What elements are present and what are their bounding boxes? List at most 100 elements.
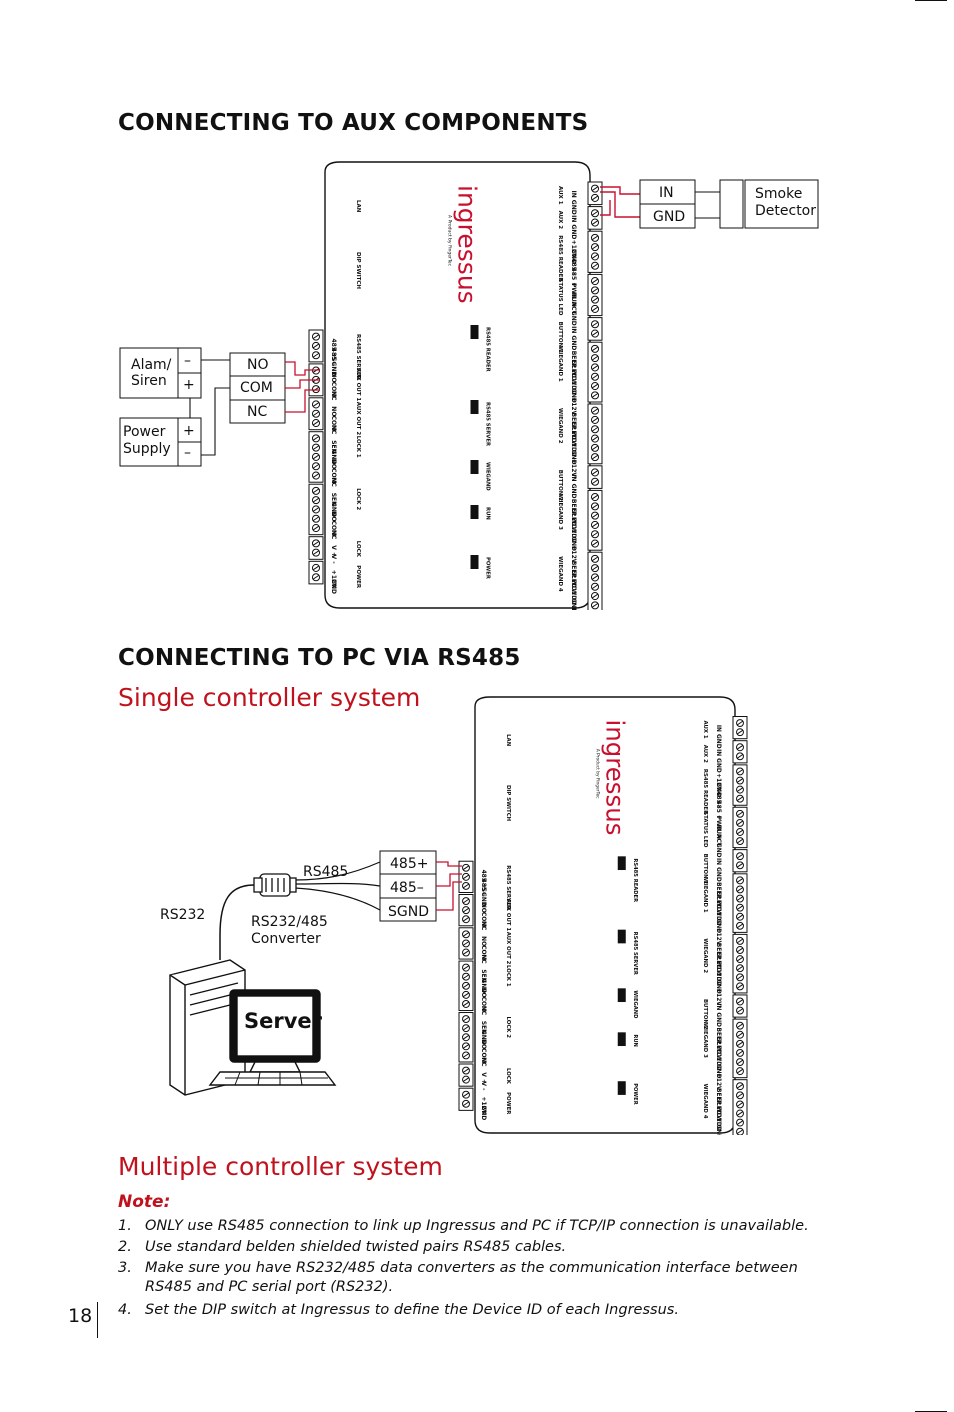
pin-label: WD0 xyxy=(715,909,721,924)
pin-label: +12V xyxy=(570,240,577,258)
page-number-divider xyxy=(97,1302,98,1338)
terminal-group-label: WIEGAND 1 xyxy=(557,346,563,382)
converter-label: RS232/485 Converter xyxy=(251,914,328,947)
terminal-block xyxy=(458,1012,474,1063)
terminal-block xyxy=(458,860,474,894)
bus-minus-label: 485– xyxy=(390,880,424,896)
terminal-group-label: AUX 2 xyxy=(702,745,708,763)
page-number: 18 xyxy=(68,1305,93,1327)
aux-gnd-label: GND xyxy=(653,209,686,225)
pin-label: GLED xyxy=(570,360,577,378)
pin-label: GLED xyxy=(570,508,577,526)
led-indicator xyxy=(617,988,626,1003)
pin-label: NO xyxy=(480,936,486,946)
terminal-group-label: LOCK 1 xyxy=(355,436,361,458)
terminal-block xyxy=(308,483,324,536)
terminal-group-label: LOCK 1 xyxy=(505,965,511,987)
pin-label: GND xyxy=(330,579,337,594)
terminal-group-label: STATUS LED xyxy=(702,811,708,848)
pin-label: COM xyxy=(330,416,337,432)
pin-label: ACT xyxy=(570,302,577,316)
pin-label: NO xyxy=(330,406,337,416)
terminal-group-label: WIEGAND 3 xyxy=(702,1023,708,1058)
terminal-group-label: AUX 2 xyxy=(557,211,563,230)
pin-label: SEN xyxy=(330,440,337,453)
pin-label: +12V xyxy=(715,773,721,791)
terminal-block xyxy=(458,894,474,927)
brand-tagline: A Product by FingerTec xyxy=(447,215,453,267)
alarm-minus-label: – xyxy=(184,353,191,369)
pin-label: NC xyxy=(480,954,486,963)
pin-label: BEEP xyxy=(570,351,577,369)
pin-label: COM xyxy=(480,1048,486,1063)
note-item: 2. Use standard belden shielded twisted … xyxy=(118,1238,865,1257)
note-item: 3. Make sure you have RS232/485 data con… xyxy=(118,1259,825,1297)
pin-label: IN xyxy=(715,1003,721,1010)
note-text: ONLY use RS485 connection to link up Ing… xyxy=(145,1218,809,1234)
smoke-detector-label: Smoke Detector xyxy=(755,186,817,219)
terminal-block xyxy=(732,806,748,849)
pin-label: BEEP xyxy=(715,1027,721,1045)
pin-label: WD0 xyxy=(715,1115,721,1130)
brand-logo: ingressus xyxy=(453,185,482,304)
pin-label: WD0 xyxy=(715,1055,721,1070)
led-label: RS485 SERVER xyxy=(632,932,638,975)
corner-mark-top xyxy=(915,0,947,1)
pin-label: GLED xyxy=(570,422,577,440)
pin-label: GND xyxy=(715,979,721,994)
pin-label: NO xyxy=(330,459,337,469)
led-label: RS485 READER xyxy=(485,327,491,372)
lan-label: LAN xyxy=(355,200,361,213)
terminal-group-label: BUTTON 1 xyxy=(702,854,708,885)
pin-label: NO xyxy=(480,988,486,998)
pin-label: IN xyxy=(570,191,577,198)
pin-label: WD1 xyxy=(715,1106,721,1121)
note-text: Make sure you have RS232/485 data conver… xyxy=(145,1260,798,1295)
led-indicator xyxy=(470,400,479,414)
bus-sgnd-label: SGND xyxy=(388,904,429,920)
terminal-block xyxy=(732,764,748,806)
pin-label: COM xyxy=(330,382,337,398)
pin-label: GLED xyxy=(715,891,721,909)
terminal-group-label: POWER xyxy=(355,565,361,589)
terminal-block xyxy=(458,927,474,960)
led-label: POWER xyxy=(632,1083,638,1104)
pin-label: GND xyxy=(570,388,577,403)
terminal-block xyxy=(308,397,324,431)
pin-label: NC xyxy=(480,1006,486,1015)
pin-label: SEN xyxy=(480,1021,486,1034)
terminal-group-label: WIEGAND 2 xyxy=(557,408,563,444)
pin-label: NC xyxy=(330,477,337,487)
pin-label: GND xyxy=(480,979,486,994)
alarm-plus-label: + xyxy=(183,377,195,393)
lan-label: LAN xyxy=(505,734,511,746)
pin-label: GND xyxy=(480,1030,486,1045)
pin-label: +12V xyxy=(715,928,721,946)
led-label: RUN xyxy=(632,1034,638,1047)
pin-label: WD1 xyxy=(715,961,721,976)
pin-label: GND xyxy=(570,484,577,499)
terminal-block xyxy=(308,431,324,483)
pin-label: WD1 xyxy=(570,369,577,385)
terminal-group-label: LOCK 2 xyxy=(355,488,361,510)
pin-label: BEEP xyxy=(715,882,721,900)
pin-label: WD1 xyxy=(715,900,721,915)
dip-switch-label: DIP SWITCH xyxy=(505,785,511,821)
led-indicator xyxy=(470,505,479,519)
pin-label: GND xyxy=(715,734,721,749)
pin-label: SEN xyxy=(330,493,337,506)
pin-label: GND xyxy=(715,1012,721,1027)
pin-label: IN xyxy=(715,725,721,732)
led-label: WIEGAND xyxy=(632,990,638,1019)
terminal-block xyxy=(458,1063,474,1087)
pin-label: COM xyxy=(330,468,337,484)
pin-label: PWR xyxy=(570,283,577,299)
terminal-block xyxy=(587,403,603,465)
pin-label: COM xyxy=(480,945,486,960)
pin-label: GND xyxy=(715,919,721,934)
terminal-block xyxy=(732,1079,748,1135)
pin-label: 485 + xyxy=(480,870,486,889)
pin-label: 485 - xyxy=(330,348,337,366)
brand-logo: ingressus xyxy=(600,719,629,835)
